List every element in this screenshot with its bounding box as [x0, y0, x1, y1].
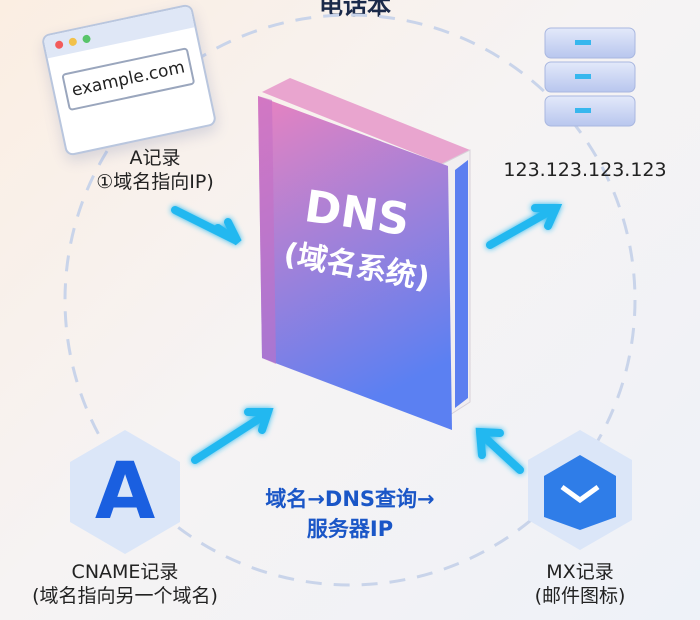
cname-letter-icon: A: [95, 447, 155, 537]
cname-hex-icon: [70, 430, 180, 554]
cname-title: CNAME记录: [71, 561, 179, 583]
a-record-desc: ①域名指向IP): [96, 171, 214, 193]
flow-caption: 域名→DNS查询→ 服务器IP: [230, 484, 470, 544]
mx-label: MX记录 (邮件图标): [520, 560, 640, 608]
a-record-title: A记录: [129, 147, 181, 169]
a-record-label: A记录 ①域名指向IP): [60, 146, 250, 194]
cname-desc: (域名指向另一个域名): [32, 585, 218, 607]
server-ip: 123.123.123.123: [503, 159, 667, 181]
caption-line2: 服务器IP: [306, 517, 394, 541]
arrow-a-to-book: [171, 206, 242, 246]
caption-line1: 域名→DNS查询→: [265, 487, 435, 511]
dashed-orbit: [63, 13, 637, 587]
dns-book-icon: [258, 78, 471, 430]
url-field: example.com: [61, 47, 196, 112]
server-icon: [544, 27, 636, 127]
cname-label: CNAME记录 (域名指向另一个域名): [10, 560, 240, 608]
arrow-book-to-server: [486, 204, 563, 249]
mx-title: MX记录: [546, 561, 614, 583]
mail-icon: [544, 455, 616, 530]
mx-desc: (邮件图标): [534, 585, 626, 607]
arrow-cname-to-book: [191, 408, 274, 464]
arrow-mx-to-book: [475, 427, 524, 474]
